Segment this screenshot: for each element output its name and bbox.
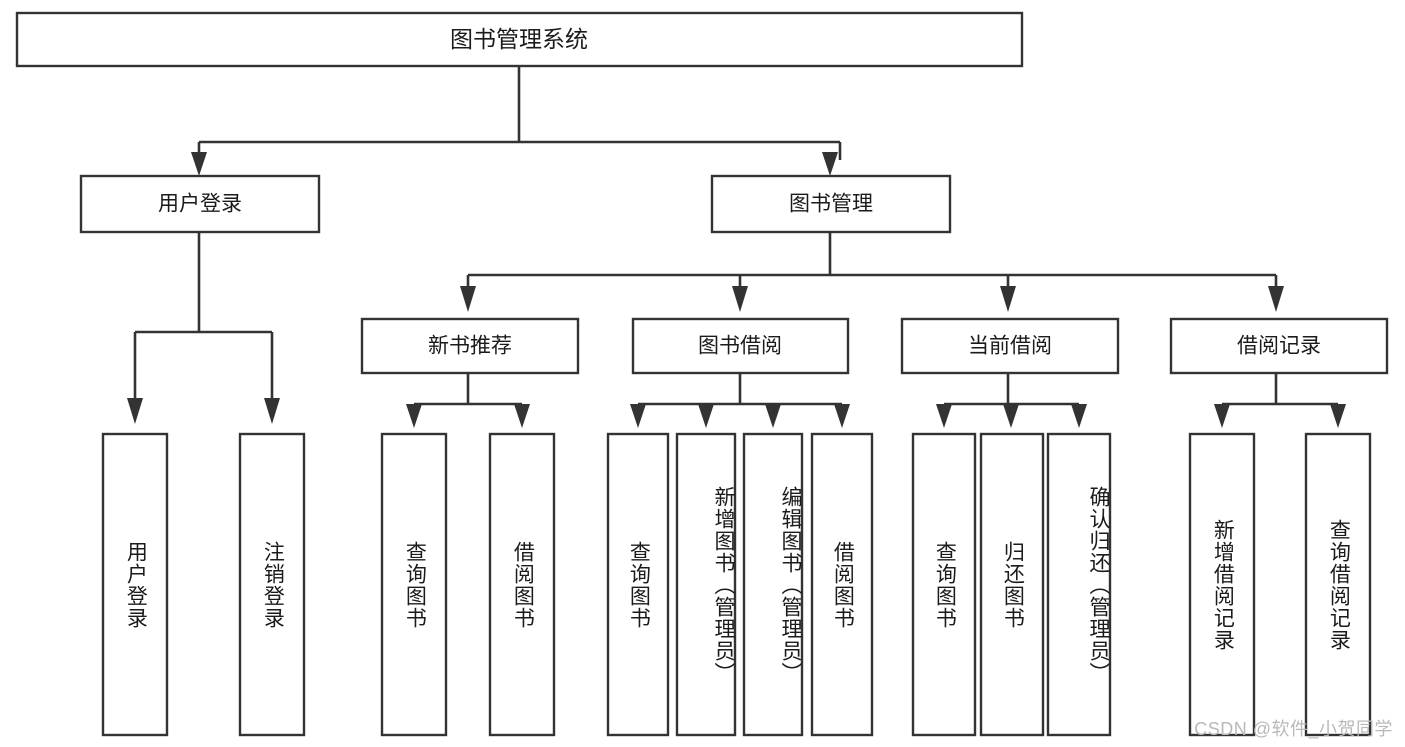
node-book-borrow-label: 图书借阅 — [698, 335, 782, 358]
arrow-to-leaf-confirm-return — [1071, 404, 1087, 428]
node-book-borrow-box[interactable] — [631, 317, 850, 375]
node-leaf-query-book-1-box[interactable] — [380, 432, 448, 737]
arrow-to-leaf-query-book-3 — [936, 404, 952, 428]
node-user-login[interactable]: 用户登录 — [79, 174, 321, 234]
node-current-borrow-label: 当前借阅 — [968, 335, 1052, 358]
arrow-to-leaf-user-login — [127, 398, 143, 424]
node-root[interactable]: 图书管理系统 — [15, 11, 1024, 68]
arrow-to-leaf-query-book-2 — [630, 404, 646, 428]
node-new-book-rec-label: 新书推荐 — [428, 335, 512, 358]
node-new-book-rec-box[interactable] — [360, 317, 580, 375]
connector-layer — [127, 66, 1346, 428]
node-new-book-rec[interactable]: 新书推荐 — [360, 317, 580, 375]
node-leaf-edit-book-box[interactable] — [742, 432, 804, 737]
arrow-to-leaf-logout — [264, 398, 280, 424]
node-borrow-record[interactable]: 借阅记录 — [1169, 317, 1389, 375]
arrow-to-new-book-rec — [460, 286, 476, 312]
node-book-manage-label: 图书管理 — [789, 193, 873, 216]
node-book-manage[interactable]: 图书管理 — [710, 174, 952, 234]
arrow-to-leaf-borrow-book-1 — [514, 404, 530, 428]
node-leaf-query-book-3-box[interactable] — [911, 432, 977, 737]
arrow-to-current-borrow — [1000, 286, 1016, 312]
node-root-label: 图书管理系统 — [450, 26, 588, 52]
node-leaf-user-login-box[interactable] — [101, 432, 169, 737]
node-leaf-add-record-box[interactable] — [1188, 432, 1256, 737]
arrow-to-leaf-edit-book — [765, 404, 781, 428]
arrow-to-leaf-return-book — [1003, 404, 1019, 428]
node-leaf-logout-box[interactable] — [238, 432, 306, 737]
node-user-login-label: 用户登录 — [158, 193, 242, 216]
arrow-to-user-login — [191, 152, 207, 176]
node-leaf-borrow-book-2-box[interactable] — [810, 432, 874, 737]
node-borrow-record-label: 借阅记录 — [1237, 335, 1321, 358]
node-root-box[interactable] — [15, 11, 1024, 68]
node-book-borrow[interactable]: 图书借阅 — [631, 317, 850, 375]
arrow-to-leaf-add-book — [698, 404, 714, 428]
node-leaf-query-record-box[interactable] — [1304, 432, 1372, 737]
node-leaf-return-book-box[interactable] — [979, 432, 1045, 737]
node-borrow-record-box[interactable] — [1169, 317, 1389, 375]
node-leaf-query-book-2-box[interactable] — [606, 432, 670, 737]
node-leaf-add-book-box[interactable] — [675, 432, 737, 737]
node-user-login-box[interactable] — [79, 174, 321, 234]
arrow-to-book-manage — [822, 152, 838, 176]
arrow-to-leaf-query-book-1 — [406, 404, 422, 428]
node-current-borrow[interactable]: 当前借阅 — [900, 317, 1120, 375]
node-book-manage-box[interactable] — [710, 174, 952, 234]
node-layer: 图书管理系统 用户登录 图书管理 新书推荐 图书借阅 当前 — [15, 11, 1389, 737]
node-leaf-borrow-book-1-box[interactable] — [488, 432, 556, 737]
arrow-to-leaf-borrow-book-2 — [834, 404, 850, 428]
node-current-borrow-box[interactable] — [900, 317, 1120, 375]
arrow-to-leaf-query-record — [1330, 404, 1346, 428]
node-leaf-confirm-return-box[interactable] — [1046, 432, 1112, 737]
watermark-text: CSDN @软件_小贺同学 — [1194, 719, 1393, 739]
arrow-to-leaf-add-record — [1214, 404, 1230, 428]
arrow-to-borrow-record — [1268, 286, 1284, 312]
arrow-to-book-borrow — [732, 286, 748, 312]
